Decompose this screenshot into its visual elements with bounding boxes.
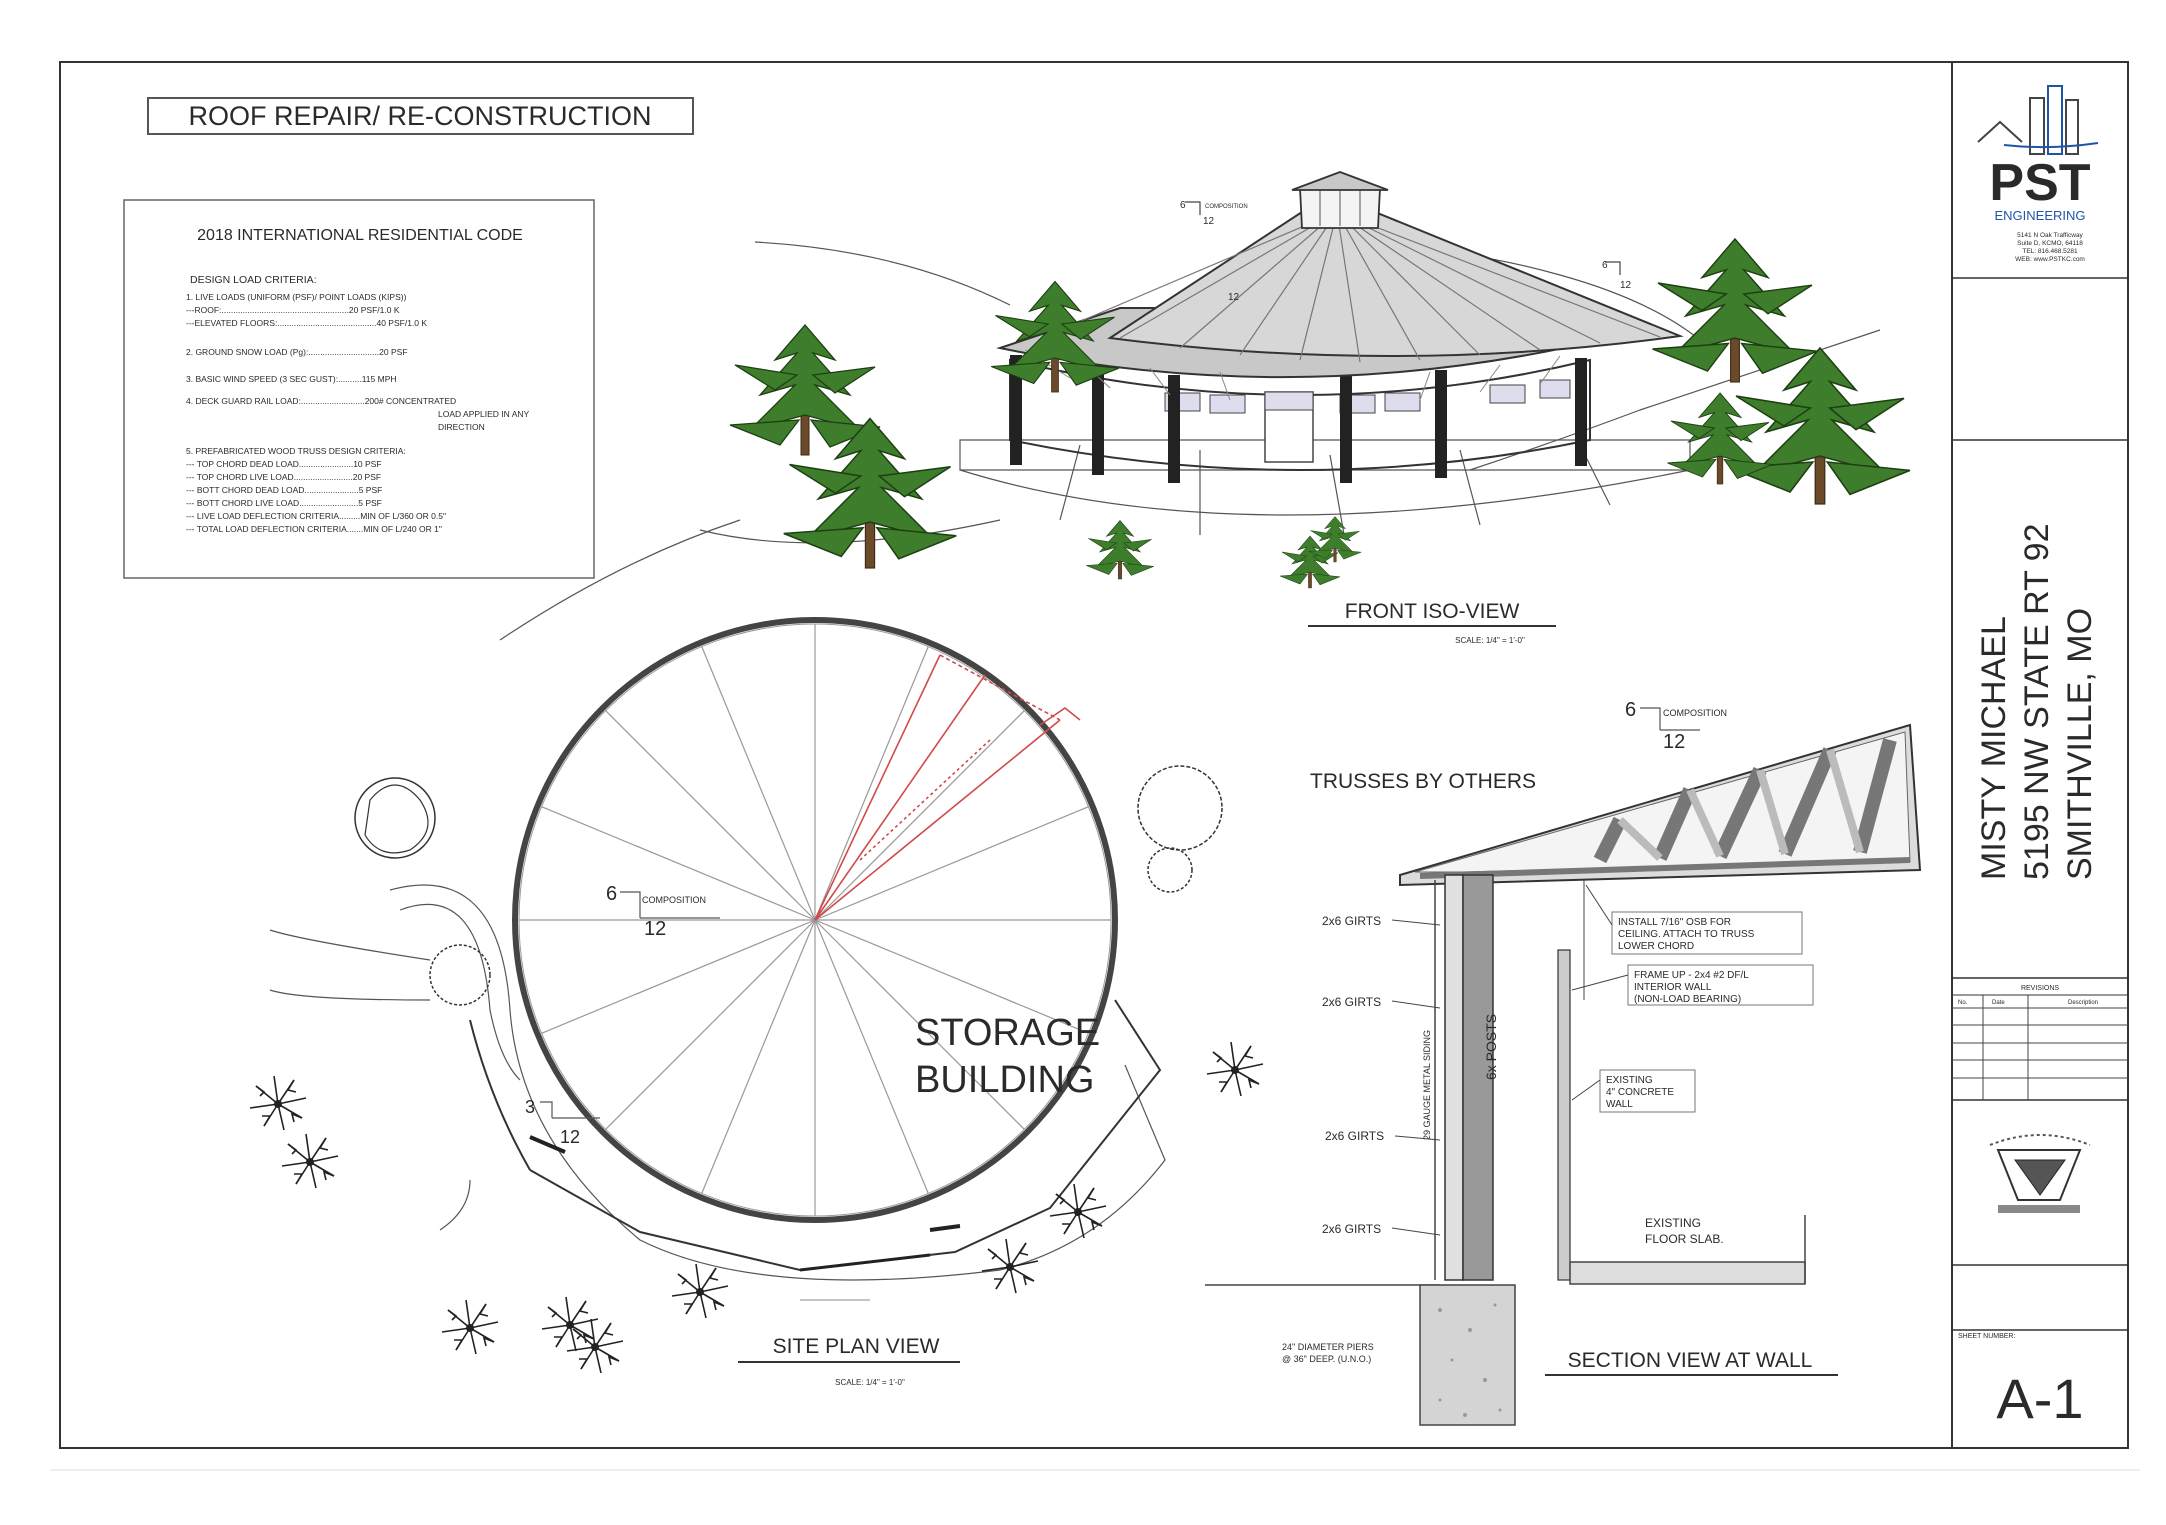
girt-1: 2x6 GIRTS [1322, 914, 1381, 928]
sheet-title: ROOF REPAIR/ RE-CONSTRUCTION [188, 101, 651, 131]
siding-label: 29 GAUGE METAL SIDING [1422, 1030, 1432, 1140]
revision-col-desc: Description [2068, 1000, 2098, 1006]
osb-note-3: LOWER CHORD [1618, 941, 1694, 952]
concrete-note-1: EXISTING [1606, 1075, 1653, 1086]
code-line: --- TOP CHORD DEAD LOAD.................… [186, 459, 382, 469]
storage-label-1: STORAGE [915, 1012, 1100, 1054]
code-line: ---ELEVATED FLOORS:.....................… [186, 318, 427, 328]
iso-view-label: FRONT ISO-VIEW [1345, 600, 1520, 623]
roof-radial-line [814, 919, 929, 1194]
code-line: ---ROOF:................................… [186, 305, 400, 315]
frame-note-1: FRAME UP - 2x4 #2 DF/L [1634, 970, 1749, 981]
revisions-title: REVISIONS [2021, 985, 2059, 992]
client-address: 5195 NW STATE RT 92 [2018, 523, 2056, 880]
piers-note-1: 24" DIAMETER PIERS [1282, 1342, 1374, 1352]
roof-radial-line [814, 919, 1025, 1130]
company-address-2: Suite D, KCMO, 64118 [2017, 240, 2083, 247]
roof-radial-line [701, 646, 816, 921]
code-line: 1. LIVE LOADS (UNIFORM (PSF)/ POINT LOAD… [186, 292, 407, 302]
sheet-number: A-1 [1996, 1367, 2083, 1430]
sheet-number-label: SHEET NUMBER: [1958, 1333, 2015, 1340]
osb-note-1: INSTALL 7/16" OSB FOR [1618, 917, 1731, 928]
engineer-seal-icon [1989, 1134, 2091, 1213]
code-box [123, 199, 595, 579]
revision-col-date: Date [1992, 1000, 2005, 1006]
iso-slope-b-run: 12 [1620, 280, 1632, 291]
iso-slope-a: 6 [1180, 200, 1186, 211]
section-pitch-rise: 6 [1625, 699, 1636, 721]
company-name: PST [1989, 154, 2090, 212]
roof-radial-line [814, 806, 1089, 921]
osb-note-2: CEILING. ATTACH TO TRUSS [1618, 929, 1755, 940]
code-line: --- TOTAL LOAD DEFLECTION CRITERIA......… [186, 524, 442, 534]
plan-pitch-rise: 6 [606, 883, 617, 905]
roof-radial-line [814, 919, 1089, 1034]
site-plan-scale: SCALE: 1/4" = 1'-0" [835, 1378, 905, 1387]
revision-col-no: No. [1958, 1000, 1968, 1006]
iso-roof-12: 12 [1228, 292, 1240, 303]
roof-radial-line [814, 710, 1025, 921]
company-address-4: WEB: www.PSTKC.com [2015, 256, 2085, 263]
piers-note-2: @ 36" DEEP. (U.N.O.) [1282, 1354, 1371, 1364]
code-line: --- BOTT CHORD DEAD LOAD................… [186, 485, 382, 495]
client-city: SMITHVILLE, MO [2061, 608, 2099, 880]
plan-pitch-note: COMPOSITION [642, 895, 706, 905]
section-pitch-note: COMPOSITION [1663, 708, 1727, 718]
storage-label-2: BUILDING [915, 1059, 1094, 1101]
plan-porch-run: 12 [560, 1127, 580, 1147]
code-line: 3. BASIC WIND SPEED (3 SEC GUST):.......… [186, 374, 397, 384]
iso-slope-a-note: COMPOSITION [1205, 204, 1248, 210]
plan-porch-rise: 3 [525, 1097, 535, 1117]
girt-2: 2x6 GIRTS [1322, 995, 1381, 1009]
pst-logo-icon [1977, 85, 2099, 155]
site-plan-view: 6 COMPOSITION 12 3 12 STORAGE BUILDING S… [249, 617, 1264, 1387]
code-line: --- BOTT CHORD LIVE LOAD................… [186, 498, 382, 508]
code-heading: 2018 INTERNATIONAL RESIDENTIAL CODE [197, 227, 523, 244]
sheet-border [59, 61, 2129, 1449]
roof-radial-line [541, 919, 816, 1034]
iso-slope-b: 6 [1602, 260, 1608, 271]
code-subheading: DESIGN LOAD CRITERIA: [190, 274, 317, 286]
section-pitch-run: 12 [1663, 731, 1685, 753]
client-name: MISTY MICHAEL [1975, 616, 2013, 880]
company-address-3: TEL: 816.468.5281 [2022, 248, 2078, 255]
roof-radial-line [701, 919, 816, 1194]
site-plan-label: SITE PLAN VIEW [773, 1335, 940, 1358]
roof-circle [512, 617, 1118, 1223]
frame-note-2: INTERIOR WALL [1634, 982, 1712, 993]
front-iso-view: 6 COMPOSITION 12 12 6 12 FRONT ISO-VIEW … [499, 171, 1911, 645]
slab-note-1: EXISTING [1645, 1216, 1701, 1230]
iso-slope-a-run: 12 [1203, 216, 1215, 227]
code-line: --- LIVE LOAD DEFLECTION CRITERIA.......… [186, 511, 446, 521]
roof-radial-line [541, 806, 816, 921]
section-view-label: SECTION VIEW AT WALL [1568, 1349, 1813, 1372]
code-line: 4. DECK GUARD RAIL LOAD:................… [186, 396, 456, 406]
code-lines: 1. LIVE LOADS (UNIFORM (PSF)/ POINT LOAD… [186, 292, 530, 534]
code-line: --- TOP CHORD LIVE LOAD.................… [186, 472, 381, 482]
concrete-note-3: WALL [1606, 1099, 1633, 1110]
title-block: PST ENGINEERING 5141 N Oak Trafficway Su… [1951, 62, 2128, 1448]
slab-note-2: FLOOR SLAB. [1645, 1232, 1724, 1246]
section-view: TRUSSES BY OTHERS 6 COMPOSITION 12 [1205, 699, 1922, 1426]
company-sub: ENGINEERING [1994, 208, 2085, 223]
concrete-note-2: 4" CONCRETE [1606, 1087, 1674, 1098]
roof-radial-line [605, 710, 816, 921]
roof-radial-line [605, 919, 816, 1130]
iso-view-scale: SCALE: 1/4" = 1'-0" [1455, 636, 1525, 645]
posts-label: 6x POSTS [1483, 1014, 1499, 1080]
frame-note-3: (NON-LOAD BEARING) [1634, 994, 1741, 1005]
plan-pitch-run: 12 [644, 918, 666, 940]
trusses-label: TRUSSES BY OTHERS [1310, 770, 1536, 793]
code-line: DIRECTION [438, 422, 485, 432]
code-line: LOAD APPLIED IN ANY [438, 409, 530, 419]
girt-4: 2x6 GIRTS [1322, 1222, 1381, 1236]
title-frame [147, 97, 694, 135]
girt-3: 2x6 GIRTS [1325, 1129, 1384, 1143]
code-line: 5. PREFABRICATED WOOD TRUSS DESIGN CRITE… [186, 446, 406, 456]
company-address-1: 5141 N Oak Trafficway [2017, 232, 2083, 239]
code-line: 2. GROUND SNOW LOAD (Pg):...............… [186, 347, 408, 357]
roof-radial-line [814, 646, 929, 921]
